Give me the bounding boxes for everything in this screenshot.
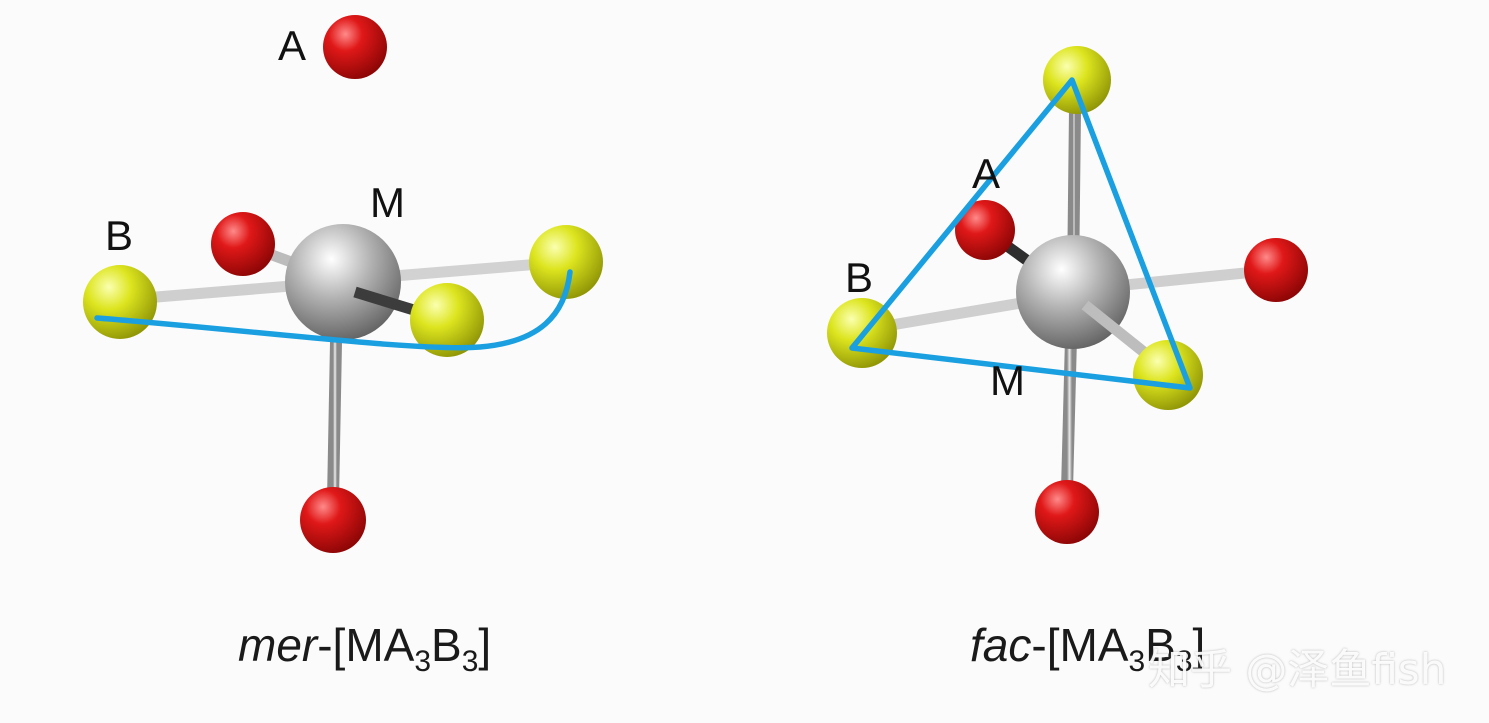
mer-ligand-a-back xyxy=(211,212,275,276)
mer-meridian-highlight xyxy=(94,269,573,351)
mer-label-a: A xyxy=(278,22,306,69)
fac-label-a: A xyxy=(972,150,1000,197)
mer-ligand-b-right xyxy=(529,225,603,299)
mer-ligand-a-top xyxy=(323,15,387,79)
mer-caption-sub-b: 3 xyxy=(461,645,479,678)
mer-ligand-b-left xyxy=(83,265,157,339)
mer-label-m: M xyxy=(370,179,405,226)
fac-label-m: M xyxy=(990,357,1025,404)
mer-label-b: B xyxy=(105,212,133,259)
mer-ligand-a-bottom xyxy=(300,487,366,553)
fac-caption: fac-[MA3B3] xyxy=(970,618,1206,677)
fac-caption-sub-a: 3 xyxy=(1128,645,1146,678)
fac-caption-sub-b: 3 xyxy=(1175,645,1193,678)
fac-face-highlight xyxy=(849,77,1193,391)
mer-metal-center xyxy=(285,224,401,340)
mer-ligand-b-front xyxy=(410,283,484,357)
fac-ligand-a-back xyxy=(955,200,1015,260)
watermark-text: 知乎 @泽鱼fish xyxy=(1148,645,1447,694)
fac-molecule: A B M xyxy=(827,46,1308,544)
fac-ligand-b-front xyxy=(1133,340,1203,410)
mer-caption-mid: B xyxy=(431,619,462,671)
fac-ligand-a-right xyxy=(1244,238,1308,302)
mer-caption-sub-a: 3 xyxy=(414,645,432,678)
mer-caption-prefix: mer xyxy=(238,619,318,671)
fac-caption-close: ] xyxy=(1192,619,1206,671)
mer-molecule: A M B xyxy=(83,15,603,553)
fac-caption-prefix: fac xyxy=(970,619,1032,671)
mer-caption-open: -[MA xyxy=(317,619,415,671)
fac-caption-mid: B xyxy=(1145,619,1176,671)
mer-caption: mer-[MA3B3] xyxy=(238,618,492,677)
mer-caption-close: ] xyxy=(478,619,492,671)
fac-ligand-a-bottom xyxy=(1035,480,1099,544)
fac-caption-open: -[MA xyxy=(1031,619,1129,671)
fac-label-b: B xyxy=(845,254,873,301)
